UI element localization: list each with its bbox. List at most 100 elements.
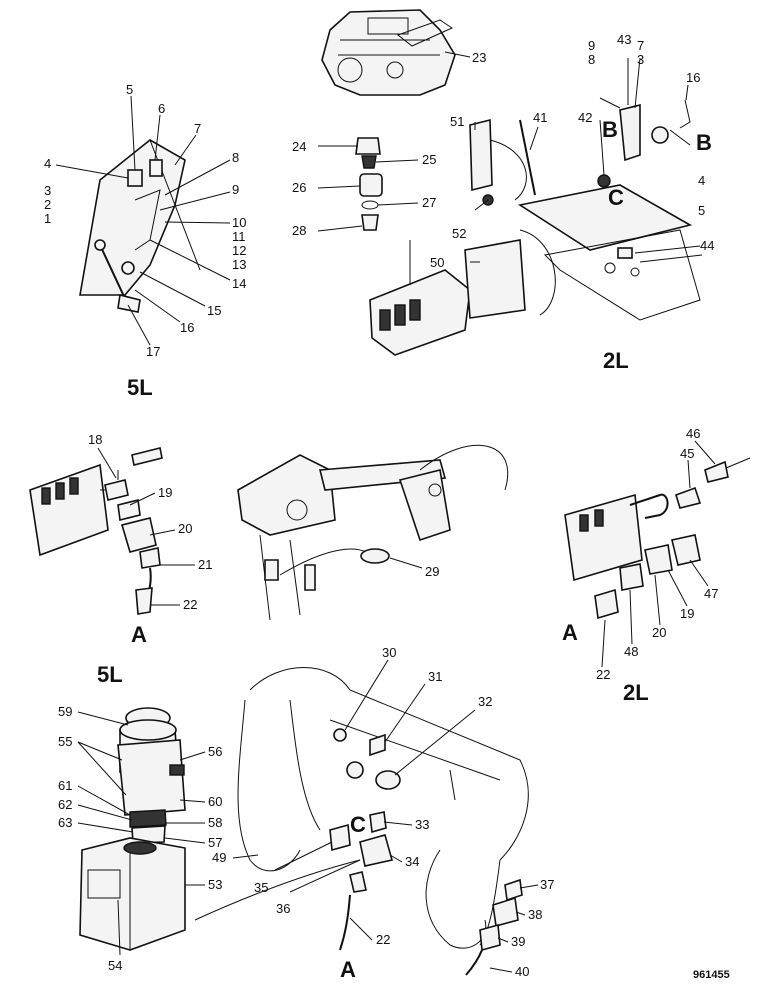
callout-30: 30	[382, 645, 396, 660]
section-label-5L-mid: 5L	[97, 662, 123, 687]
callout-41: 41	[533, 110, 547, 125]
drawing-reference-number: 961455	[693, 969, 730, 981]
callout-28: 28	[292, 223, 306, 238]
callout-8: 8	[232, 150, 239, 165]
callout-43: 43	[617, 32, 631, 47]
callout-6: 6	[158, 101, 165, 116]
callout-51: 51	[450, 114, 464, 129]
callout-21: 21	[198, 557, 212, 572]
leader-lines-solenoid	[77, 711, 206, 956]
ref-letter-A-bottom: A	[340, 957, 356, 982]
section-label-5L-top: 5L	[127, 375, 153, 400]
callout-3: 3	[44, 183, 51, 198]
callout-50: 50	[430, 255, 444, 270]
ref-letter-A-5L: A	[131, 622, 147, 647]
callout-10: 10	[232, 215, 246, 230]
ref-letter-B-right: B	[696, 130, 712, 155]
callout-3b: 3	[637, 52, 644, 67]
leader-lines-frame	[232, 659, 539, 973]
callout-32: 32	[478, 694, 492, 709]
callout-56: 56	[208, 744, 222, 759]
leader-lines-2L-lever	[470, 57, 703, 263]
callout-42: 42	[578, 110, 592, 125]
callout-13: 13	[232, 257, 246, 272]
callout-62: 62	[58, 797, 72, 812]
callout-57: 57	[208, 835, 222, 850]
callout-22c: 22	[376, 932, 390, 947]
callout-63: 63	[58, 815, 72, 830]
callout-9b: 9	[588, 38, 595, 53]
callout-33: 33	[415, 817, 429, 832]
callout-39: 39	[511, 934, 525, 949]
callout-5b: 5	[698, 203, 705, 218]
leader-lines-fittings	[317, 145, 419, 232]
callout-11: 11	[232, 229, 246, 244]
callout-52: 52	[452, 226, 466, 241]
solenoid-valve-illustration	[79, 707, 186, 951]
callout-4: 4	[44, 156, 51, 171]
callout-49: 49	[212, 850, 226, 865]
valve-body-illustration	[321, 9, 456, 96]
callout-1: 1	[44, 211, 51, 226]
leader-line	[389, 557, 423, 569]
callout-38: 38	[528, 907, 542, 922]
valve-fittings-illustration	[355, 137, 383, 231]
section-label-2L-mid: 2L	[623, 680, 649, 705]
leader-line	[444, 51, 471, 58]
callout-34: 34	[405, 854, 419, 869]
loader-frame-illustration	[194, 667, 529, 976]
callout-19: 19	[158, 485, 172, 500]
callout-7: 7	[194, 121, 201, 136]
callout-48: 48	[624, 644, 638, 659]
leader-lines-5L-lever	[55, 95, 231, 346]
callout-22: 22	[183, 597, 197, 612]
callout-9: 9	[232, 182, 239, 197]
valve-bank-2L-mid	[564, 493, 669, 582]
callout-54: 54	[108, 958, 122, 973]
callout-53: 53	[208, 877, 222, 892]
section-label-2L-top: 2L	[603, 348, 629, 373]
callout-31: 31	[428, 669, 442, 684]
callout-47: 47	[704, 586, 718, 601]
callout-5: 5	[126, 82, 133, 97]
callout-8b: 8	[588, 52, 595, 67]
lever-plate-2L-illustration	[464, 99, 701, 321]
callout-2: 2	[44, 197, 51, 212]
callout-14: 14	[232, 276, 246, 291]
loader-arm-illustration	[237, 444, 509, 621]
hose-assembly-2L	[594, 457, 751, 620]
callout-46: 46	[686, 426, 700, 441]
hose-assembly-5L	[104, 447, 163, 615]
ref-letter-B-left: B	[602, 117, 618, 142]
callout-44: 44	[700, 238, 714, 253]
callout-29: 29	[425, 564, 439, 579]
callout-24: 24	[292, 139, 306, 154]
ref-letter-A-2L: A	[562, 620, 578, 645]
callout-37: 37	[540, 877, 554, 892]
callout-27: 27	[422, 195, 436, 210]
callout-45: 45	[680, 446, 694, 461]
callout-22b: 22	[596, 667, 610, 682]
leader-lines-2L-hose	[601, 440, 716, 668]
callout-26: 26	[292, 180, 306, 195]
callout-23: 23	[472, 50, 486, 65]
callout-60: 60	[208, 794, 222, 809]
callout-16: 16	[180, 320, 194, 335]
callout-20b: 20	[652, 625, 666, 640]
callout-15: 15	[207, 303, 221, 318]
callout-55: 55	[58, 734, 72, 749]
leader-lines-5L-hose	[97, 447, 195, 606]
lever-bracket-illustration	[79, 139, 201, 313]
control-valve-bank-top	[369, 240, 471, 356]
callout-19b: 19	[680, 606, 694, 621]
callout-36: 36	[276, 901, 290, 916]
callout-20: 20	[178, 521, 192, 536]
callout-58: 58	[208, 815, 222, 830]
callout-7b: 7	[637, 38, 644, 53]
callout-17: 17	[146, 344, 160, 359]
callout-12: 12	[232, 243, 246, 258]
valve-bank-5L-mid	[29, 463, 112, 557]
callout-25: 25	[422, 152, 436, 167]
